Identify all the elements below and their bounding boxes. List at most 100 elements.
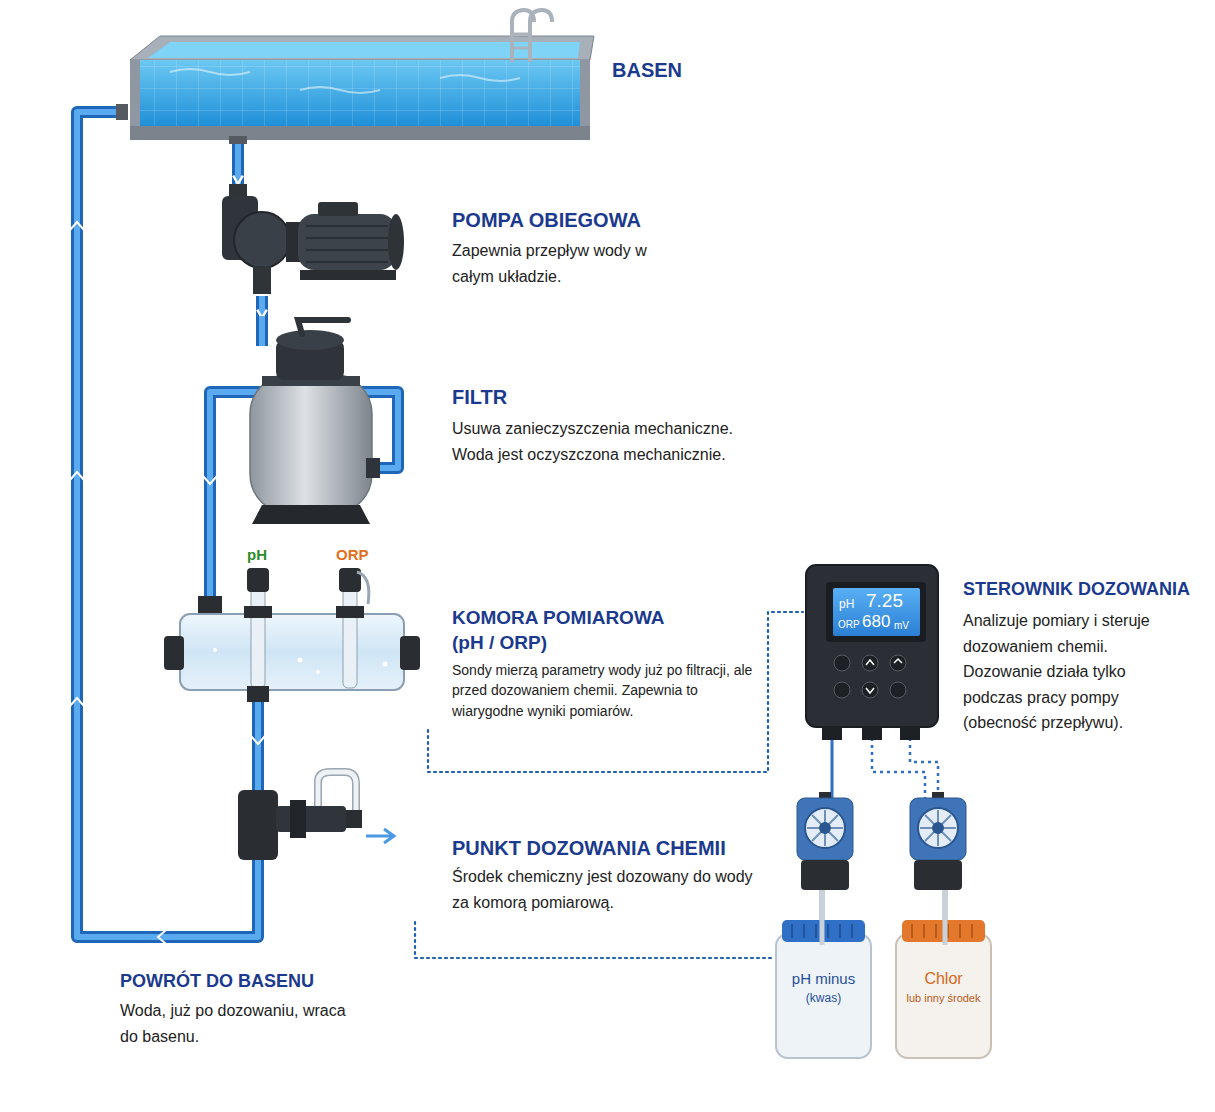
filter-illustration [298, 320, 348, 334]
chamber-illustration [204, 528, 216, 604]
chamber-illustration [213, 648, 217, 652]
dosing-line [415, 922, 775, 958]
dosing-point-illustration [276, 806, 346, 832]
dosing-pumps [910, 798, 966, 860]
chamber-illustration [164, 636, 184, 670]
filter-illustration [256, 316, 268, 346]
canister-illustration [943, 920, 948, 945]
pump-illustration [253, 266, 271, 294]
chamber-illustration [336, 606, 364, 618]
component-heading: PUNKT DOZOWANIA CHEMII [452, 836, 764, 861]
pump-illustration [318, 202, 358, 216]
chamber-illustration [251, 588, 265, 688]
dosing-pumps [920, 810, 956, 846]
dosing-point-illustration [366, 829, 394, 843]
pump-illustration [306, 226, 388, 262]
chamber-illustration [298, 658, 303, 663]
water-pipe [235, 142, 241, 184]
component-description: Sondy mierzą parametry wody już po filtr… [452, 660, 757, 721]
component-description: Środek chemiczny jest dozowany do wody z… [452, 864, 764, 915]
controller-illustration [806, 565, 938, 727]
controller-illustration [834, 682, 850, 698]
dosing-pumps [914, 860, 962, 890]
pool-illustration [116, 104, 128, 120]
display-value: 7.25 [866, 591, 903, 612]
dosing-controller: STEROWNIK DOZOWANIAAnalizuje pomiary i s… [803, 563, 1196, 743]
section-heading: POWRÓT DO BASENU [120, 970, 314, 993]
dosing-point-illustration [346, 810, 362, 828]
water-pipe [256, 296, 268, 318]
return-arrows [70, 222, 84, 230]
pool-illustration [530, 10, 552, 62]
chamber-illustration [207, 528, 213, 604]
controller-illustration [900, 726, 920, 740]
canister-sublabel: lub inny środek [895, 992, 992, 1005]
canister-label: Chlor [895, 969, 992, 988]
chamber-illustration [400, 636, 420, 670]
water-pipe [232, 142, 244, 184]
return-arrows [158, 930, 166, 944]
pump-illustration [229, 184, 247, 198]
pool-illustration [170, 69, 520, 93]
canister-illustration [776, 920, 991, 1058]
filter-illustration [366, 458, 380, 478]
component-description: Analizuje pomiary i steruje dozowaniem c… [963, 608, 1185, 736]
controller-illustration [826, 582, 926, 642]
controller-illustration [862, 655, 878, 671]
canister-label: pH minus [775, 970, 872, 988]
component-heading: KOMORA POMIAROWA (pH / ORP) [452, 606, 687, 655]
component-description: Usuwa zanieczyszczenia mechaniczne. Woda… [452, 416, 772, 467]
filter-illustration [259, 316, 265, 346]
pool-illustration [148, 42, 580, 58]
probe-label: pH [247, 546, 267, 564]
pump-illustration [234, 212, 290, 268]
filter-illustration [252, 505, 370, 524]
chemical-canister: Chlor lub inny środek [895, 920, 998, 1060]
dosing-pumps [819, 822, 831, 834]
controller-illustration [862, 682, 878, 698]
dosing-point: PUNKT DOZOWANIA CHEMII Środek chemiczny j… [228, 765, 770, 922]
dosing-point-illustration [290, 800, 306, 838]
chamber-illustration [247, 686, 269, 702]
dosing-pumps [910, 792, 966, 890]
component-description: Zapewnia przepływ wody w całym układzie. [452, 238, 667, 289]
pool-illustration [140, 60, 580, 126]
pump-illustration [298, 214, 396, 270]
pump-illustration [388, 214, 404, 270]
display-label: ORP [838, 619, 860, 630]
pool-illustration [130, 60, 590, 140]
pump-illustration [222, 184, 404, 294]
controller-illustration [890, 682, 906, 698]
filter-illustration [250, 374, 372, 514]
canister-illustration [896, 934, 991, 1058]
chamber-illustration [164, 528, 420, 770]
dosing-pumps [918, 808, 958, 848]
chamber-illustration [343, 588, 357, 688]
dosing-pumps [797, 792, 853, 890]
water-pipe [259, 296, 265, 318]
pump-illustration [300, 270, 396, 280]
chamber-illustration [244, 606, 272, 618]
display-unit: mV [894, 620, 909, 631]
circulation-pump: POMPA OBIEGOWAZapewnia przepływ wody w c… [215, 184, 765, 296]
return-arrows [70, 222, 166, 944]
component-heading: FILTR [452, 385, 752, 410]
controller-illustration [822, 726, 842, 740]
water-pipe [238, 142, 239, 184]
chamber-illustration [316, 670, 320, 674]
probe-label: ORP [336, 546, 369, 564]
chamber-illustration [251, 736, 265, 744]
return-arrows [70, 472, 84, 480]
pool-illustration [229, 136, 247, 144]
controller-illustration [910, 738, 938, 798]
return-arrows [70, 698, 84, 706]
controller-illustration [833, 588, 920, 636]
section-note: Woda, już po dozowaniu, wraca do basenu. [120, 998, 348, 1049]
controller-illustration [872, 738, 925, 798]
chamber-illustration [255, 692, 261, 770]
dosing-pumps [801, 860, 849, 890]
pool-illustration [130, 126, 590, 140]
